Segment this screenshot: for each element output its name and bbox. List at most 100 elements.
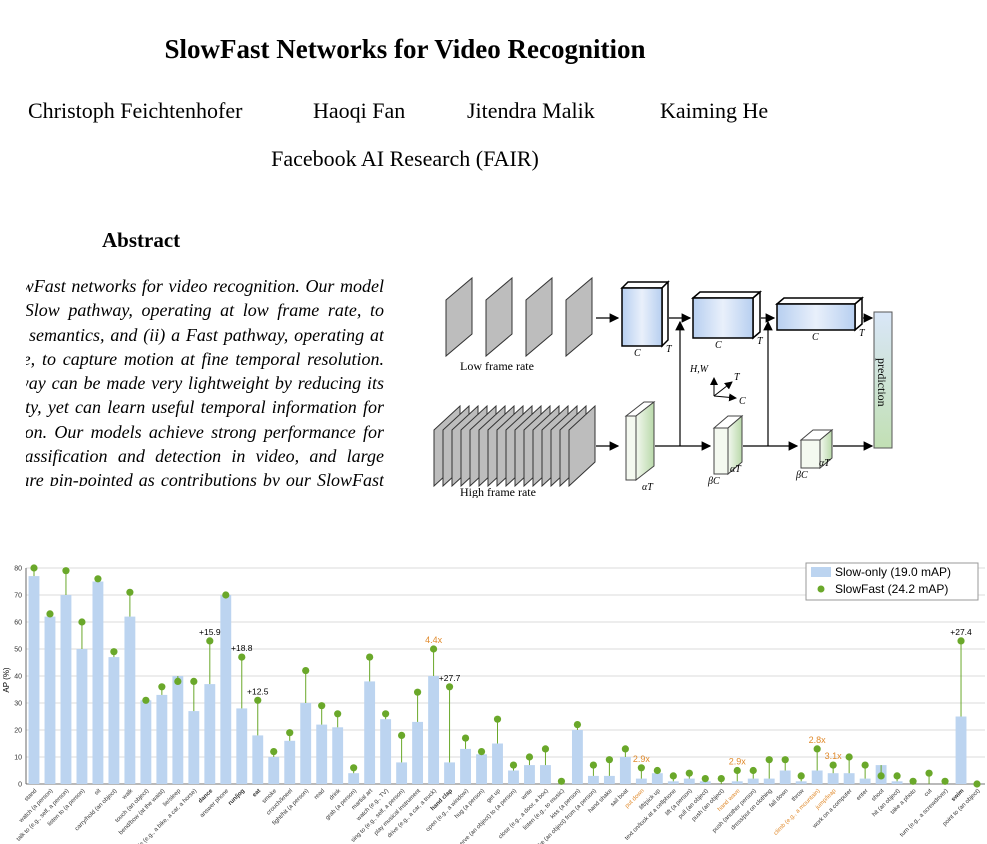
dim-label: βC: [707, 476, 720, 487]
point-slowfast: [398, 731, 406, 739]
bar-slow-only: [236, 708, 248, 784]
y-tick-label: 30: [14, 701, 22, 708]
bar-slow-only: [268, 757, 280, 784]
bar-slow-only: [412, 721, 424, 784]
point-slowfast: [445, 683, 454, 691]
point-slowfast: [461, 734, 470, 742]
y-tick-label: 0: [18, 782, 22, 789]
point-slowfast: [158, 683, 166, 691]
point-slowfast: [605, 756, 613, 764]
architecture-diagram: Low frame rate C T C T C T prediction H,…: [433, 276, 893, 498]
dim-label: C: [634, 348, 641, 359]
y-tick-label: 60: [14, 620, 22, 627]
bar-slow-only: [843, 773, 855, 784]
point-slowfast: [669, 772, 677, 780]
bar-slow-only: [284, 740, 296, 784]
improvement-annotation: +27.4: [950, 627, 972, 637]
point-slowfast: [62, 567, 70, 575]
point-slowfast: [957, 637, 965, 645]
improvement-annotation: 3.1x: [825, 751, 843, 761]
bar-slow-only: [492, 743, 503, 784]
point-slowfast: [206, 637, 214, 645]
x-tick-label: enter: [856, 788, 870, 802]
bar-slow-only: [252, 735, 264, 784]
improvement-annotation: +27.7: [439, 673, 461, 683]
bar-slow-only: [76, 649, 88, 784]
point-slowfast: [701, 775, 709, 783]
bar-slow-only: [508, 770, 519, 784]
point-slowfast: [621, 745, 629, 753]
point-slowfast: [781, 756, 789, 764]
point-slowfast: [382, 710, 390, 718]
point-slowfast: [557, 777, 566, 785]
legend-swatch-slow: [811, 567, 831, 577]
bar-slow-only: [124, 616, 136, 784]
axis-label: C: [739, 396, 746, 407]
point-slowfast: [909, 777, 917, 785]
point-slowfast: [190, 677, 198, 685]
point-slowfast: [30, 564, 38, 572]
low-rate-frames: [445, 276, 593, 358]
point-slowfast: [94, 575, 102, 583]
y-tick-label: 10: [14, 755, 22, 762]
point-slowfast: [318, 702, 326, 710]
x-tick-label: hug (a person): [454, 788, 486, 820]
dim-label: C: [812, 332, 819, 343]
paper-title: SlowFast Networks for Video Recognition: [164, 34, 646, 64]
y-tick-label: 20: [14, 728, 22, 735]
bar-slow-only: [955, 716, 967, 784]
x-tick-label: stand: [24, 788, 39, 803]
point-slowfast: [142, 696, 150, 704]
point-slowfast: [413, 688, 422, 696]
dim-label: T: [757, 336, 764, 347]
bar-slow-only: [651, 773, 663, 784]
dim-label: αT: [642, 482, 654, 493]
point-slowfast: [429, 645, 438, 653]
point-slowfast: [845, 753, 853, 761]
x-tick-label: run/jog: [228, 788, 247, 807]
y-axis-label: AP (%): [2, 667, 11, 693]
point-slowfast: [829, 761, 837, 769]
author-name: Jitendra Malik: [467, 98, 595, 123]
author-name: Christoph Feichtenhofer: [28, 98, 243, 123]
high-rate-label: High frame rate: [460, 485, 536, 498]
point-slowfast: [302, 667, 310, 675]
high-rate-frames: [433, 404, 596, 488]
bar-slow-only: [795, 781, 807, 784]
point-slowfast: [78, 618, 86, 626]
dot-series: [30, 564, 981, 788]
point-slowfast: [238, 653, 246, 661]
point-slowfast: [270, 748, 278, 756]
low-rate-label: Low frame rate: [460, 359, 534, 373]
bar-slow-only: [635, 778, 647, 784]
affiliation: Facebook AI Research (FAIR): [271, 146, 539, 171]
point-slowfast: [509, 761, 518, 769]
legend-entry: Slow-only (19.0 mAP): [835, 565, 951, 579]
point-slowfast: [334, 710, 342, 718]
bar-slow-only: [316, 724, 328, 784]
improvement-annotation: 4.4x: [425, 635, 443, 645]
x-tick-label: cut: [924, 788, 934, 798]
point-slowfast: [893, 772, 901, 780]
bar-slow-only: [540, 765, 551, 784]
bar-slow-only: [731, 781, 743, 784]
y-tick-label: 50: [14, 647, 22, 654]
improvement-annotation: 2.8x: [809, 735, 827, 745]
point-slowfast: [254, 696, 262, 704]
y-tick-label: 70: [14, 593, 22, 600]
bar-slow-only: [428, 676, 440, 784]
bar-slow-only: [779, 770, 791, 784]
author-name: Kaiming He: [660, 98, 769, 123]
point-slowfast: [797, 772, 805, 780]
bar-slow-only: [460, 748, 471, 784]
bar-slow-only: [763, 778, 775, 784]
bar-slow-only: [476, 754, 487, 784]
bar-slow-only: [827, 773, 839, 784]
x-tick-label: walk: [121, 787, 135, 801]
legend-entry: SlowFast (24.2 mAP): [835, 582, 948, 596]
x-tick-label: write: [520, 788, 534, 802]
point-slowfast: [573, 721, 582, 729]
